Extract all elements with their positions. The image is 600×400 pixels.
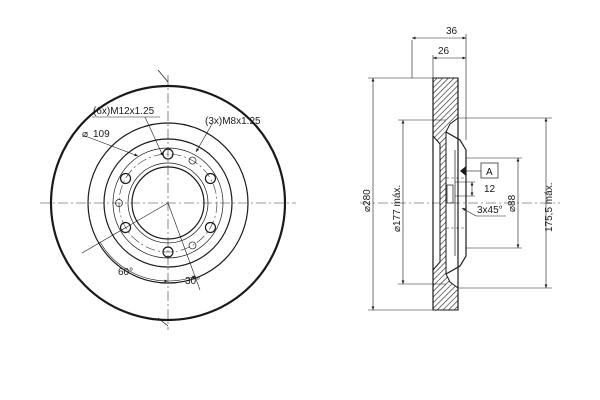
- angle-line-30: [167, 202, 201, 291]
- angle-line-60: [81, 202, 169, 254]
- label-chamfer: 3x45°: [477, 205, 503, 216]
- label-angle-60: 60°: [118, 267, 133, 278]
- datum-box: [480, 162, 499, 179]
- leader-m8: [195, 123, 213, 153]
- m12-hole: [119, 172, 132, 185]
- label-pcd: 109: [93, 129, 110, 140]
- m8-hole: [188, 156, 197, 165]
- label-175: 175,5 máx.: [544, 183, 555, 232]
- leader-pcd: [84, 135, 139, 157]
- m12-hole: [204, 221, 217, 234]
- label-177: ⌀177 máx.: [392, 185, 403, 232]
- label-datum: A: [486, 167, 493, 178]
- disc-outer-edge: [49, 84, 287, 322]
- angle-arc-60: [99, 241, 169, 283]
- label-thread-6x: (6x)M12x1.25: [93, 106, 155, 117]
- front-view: (6x)M12x1.25 (3x)M8x1.25 ⌀ 109 60° 30°: [40, 69, 296, 330]
- label-36: 36: [446, 26, 458, 37]
- section-friction-ring: [432, 77, 459, 311]
- m12-hole: [204, 172, 217, 185]
- stud-hole-section: [446, 184, 454, 204]
- angle-arc-30: [167, 275, 197, 282]
- label-angle-30: 30°: [185, 276, 200, 287]
- label-26: 26: [438, 46, 450, 57]
- m12-hole: [162, 148, 174, 160]
- m12-hole: [162, 246, 174, 258]
- datum-triangle: [460, 166, 466, 176]
- m8-hole: [115, 199, 123, 207]
- tick-bottom: [157, 317, 169, 327]
- label-pcd-symbol: ⌀: [82, 129, 88, 140]
- leader-m12: [144, 116, 164, 157]
- m12-holes: [119, 148, 217, 258]
- m8-holes: [115, 156, 197, 250]
- tick-top: [157, 69, 169, 83]
- label-88: ⌀88: [507, 194, 518, 212]
- leader-chamfer: [461, 207, 477, 217]
- m12-hole: [119, 221, 132, 234]
- section-view: 36 26 ⌀280 ⌀177 máx. A 12 ⌀88 3x45°: [360, 26, 560, 311]
- label-12: 12: [484, 184, 496, 195]
- label-thread-3x: (3x)M8x1.25: [205, 116, 261, 127]
- label-280: ⌀280: [362, 189, 373, 212]
- m8-hole: [188, 241, 197, 250]
